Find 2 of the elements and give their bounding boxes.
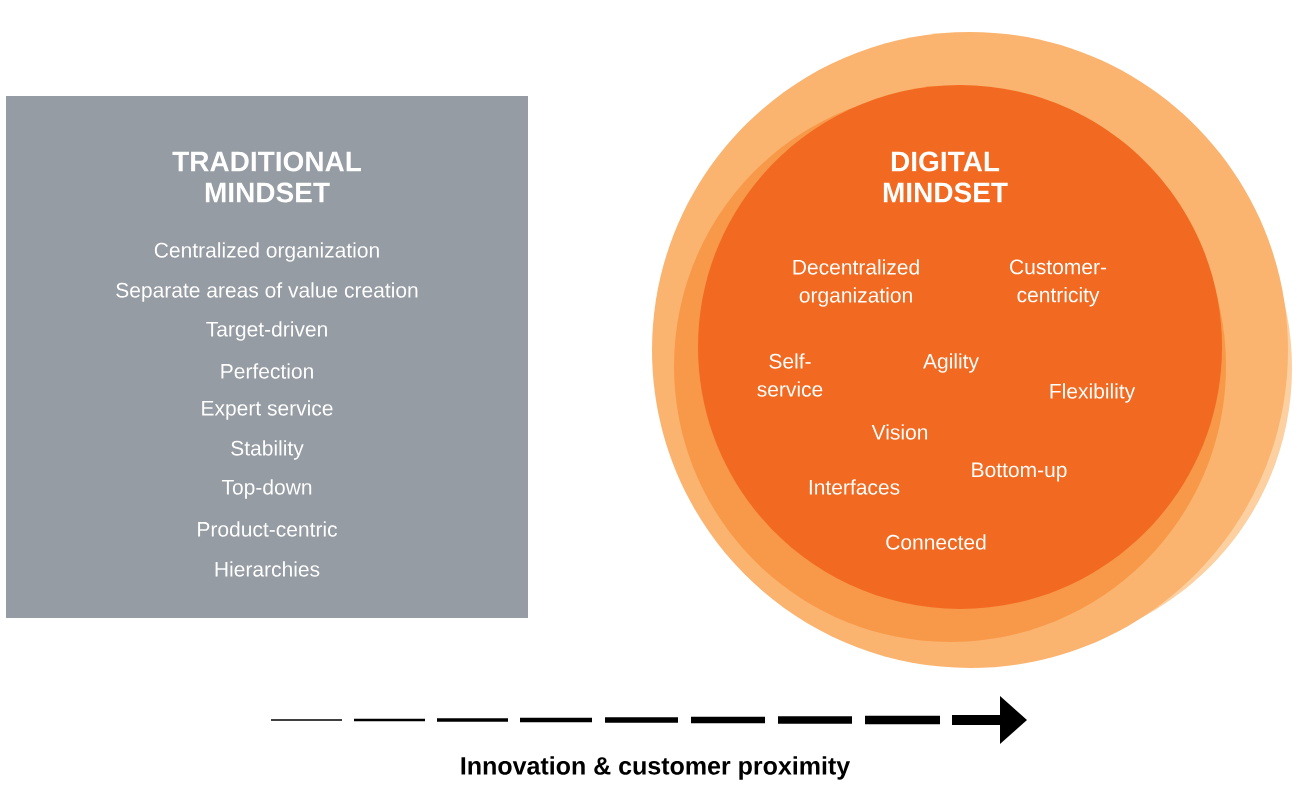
axis-label: Innovation & customer proximity xyxy=(461,756,851,780)
mindset-box: TRADITIONAL MINDSET Centralized organization Separate areas of value creation Target-driven Perfection Expert service Stability Top-down Product-centric Hierarchies xyxy=(6,96,528,618)
